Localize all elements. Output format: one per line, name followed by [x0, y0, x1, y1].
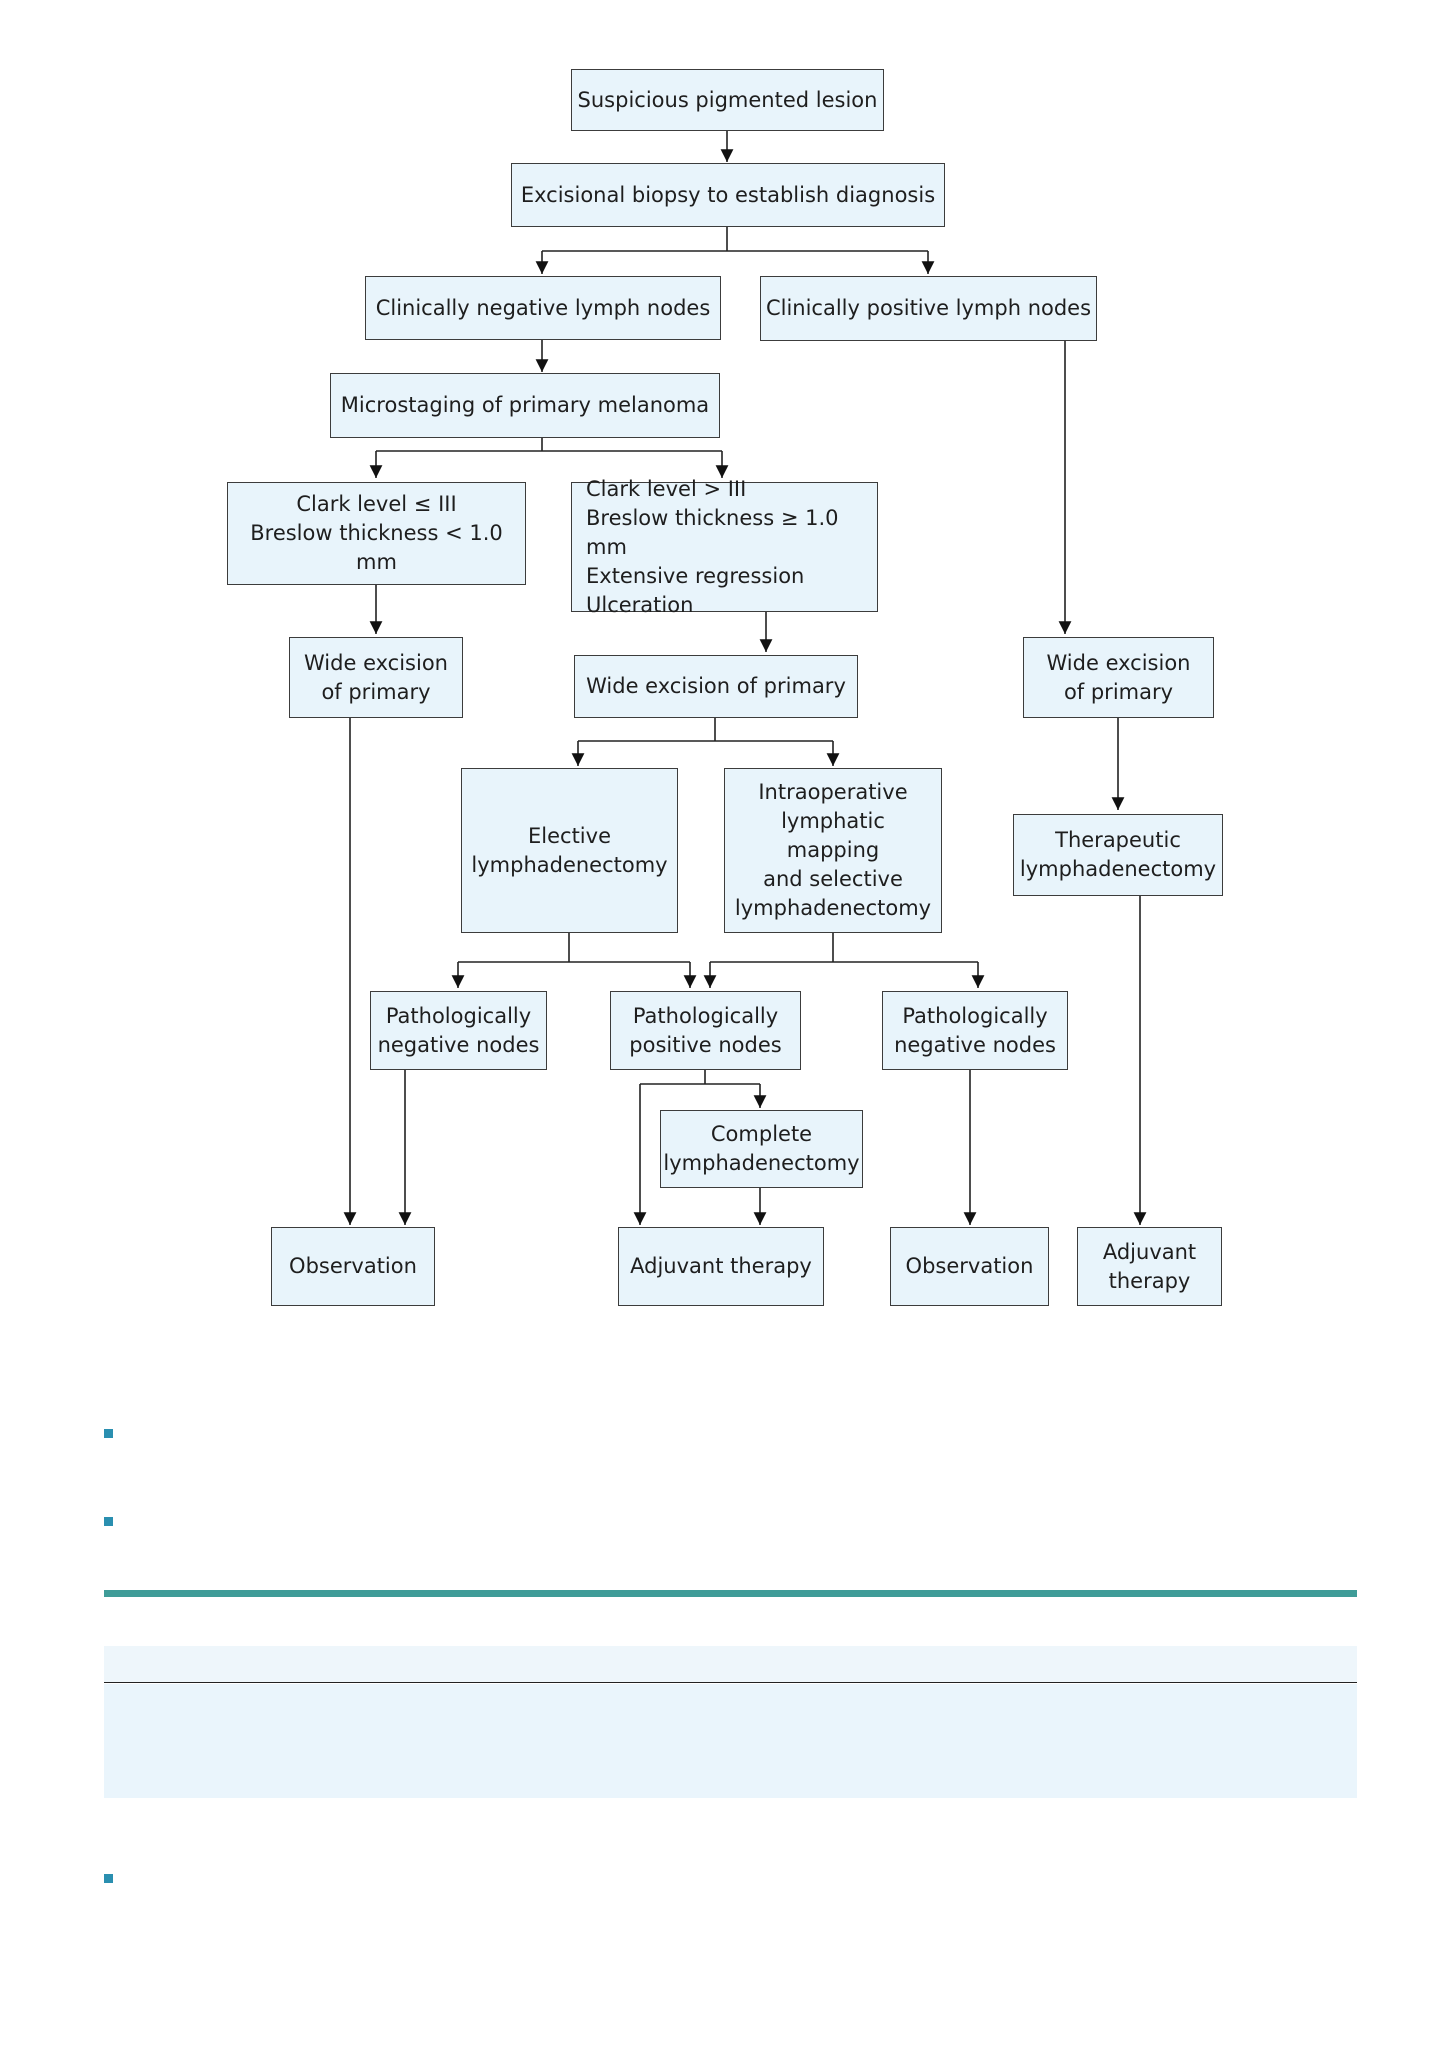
connector-lines	[343, 131, 1147, 1225]
node-pathologically-negative-2: Pathologically negative nodes	[882, 991, 1068, 1070]
edge-elective-split	[458, 933, 690, 963]
node-adjuvant-therapy-1: Adjuvant therapy	[618, 1227, 824, 1306]
edge-intraop-split	[710, 933, 978, 963]
node-wide-excision-3: Wide excision of primary	[1023, 637, 1214, 718]
node-therapeutic-lymphadenectomy: Therapeutic lymphadenectomy	[1013, 814, 1223, 896]
node-elective-lymphadenectomy: Elective lymphadenectomy	[461, 768, 678, 933]
melanoma-management-flowchart	[343, 131, 1147, 1225]
list-bullet-1	[104, 1429, 113, 1438]
node-intraoperative-mapping: Intraoperative lymphatic mapping and sel…	[724, 768, 942, 933]
node-complete-lymphadenectomy: Complete lymphadenectomy	[660, 1110, 863, 1188]
table-body-row	[104, 1684, 1357, 1798]
list-bullet-2	[104, 1517, 113, 1526]
edge-pathpos-split	[640, 1070, 760, 1085]
edge-microstaging-split	[376, 438, 722, 452]
node-wide-excision-1: Wide excision of primary	[289, 637, 463, 718]
node-clark-high: Clark level > III Breslow thickness ≥ 1.…	[571, 477, 878, 617]
edge-wide2-split	[578, 718, 833, 742]
table-header-row	[104, 1646, 1357, 1683]
list-bullet-3	[104, 1874, 113, 1883]
edge-biopsy-split	[542, 227, 928, 252]
node-pathologically-positive: Pathologically positive nodes	[610, 991, 801, 1070]
node-observation-1: Observation	[271, 1227, 435, 1306]
node-clark-low: Clark level ≤ III Breslow thickness < 1.…	[227, 482, 526, 585]
node-clinically-negative: Clinically negative lymph nodes	[365, 276, 721, 340]
node-microstaging: Microstaging of primary melanoma	[330, 373, 720, 438]
node-adjuvant-therapy-2: Adjuvant therapy	[1077, 1227, 1222, 1306]
node-suspicious-lesion: Suspicious pigmented lesion	[571, 69, 884, 131]
section-divider	[104, 1590, 1357, 1597]
node-wide-excision-2: Wide excision of primary	[574, 655, 858, 718]
node-clinically-positive: Clinically positive lymph nodes	[760, 276, 1097, 341]
node-observation-2: Observation	[890, 1227, 1049, 1306]
node-pathologically-negative-1: Pathologically negative nodes	[370, 991, 547, 1070]
node-excisional-biopsy: Excisional biopsy to establish diagnosis	[511, 163, 945, 227]
